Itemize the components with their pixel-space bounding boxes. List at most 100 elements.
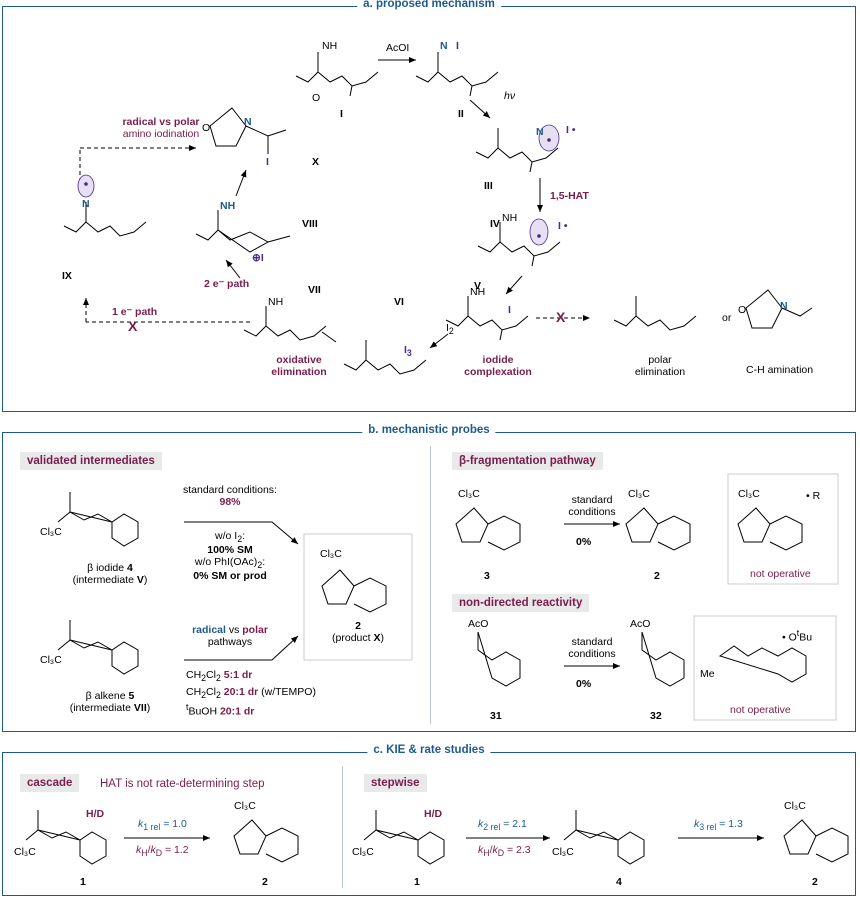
structure-V [445,296,529,341]
cl3c-2c: Cl₃C [234,800,256,812]
structure-2b [625,507,691,551]
two-electron-path: 2 e⁻ path [204,278,250,290]
hat-label: 1,5-HAT [550,190,589,202]
radical-vs-polar-label: radical vs polar amino iodination [122,116,200,140]
label-VIII: VIII [302,218,318,230]
cl3c-5: Cl₃C [40,654,62,666]
label-31: 31 [490,710,502,722]
hat-note: HAT is not rate-determining step [100,778,265,790]
or-label: or [722,312,732,324]
atom-o-ch: O [738,304,747,316]
label-2c: 2 [262,876,268,888]
hd-label-2: H/D [424,808,443,820]
atom-i-V: I [508,304,511,316]
structure-X [209,107,287,154]
structure-frag-model [737,507,803,551]
atom-n-III: N [536,126,544,138]
panel-proposed-mechanism: a. proposed mechanism [2,0,856,412]
structure-VI [343,340,427,375]
structure-II [415,52,499,97]
structure-3 [455,507,521,551]
atom-nh-IV: NH [502,212,518,224]
structure-31 [477,631,521,687]
label-VI: VI [394,296,404,308]
atom-i3-VI: I3 [404,344,412,359]
product-2-caption: 2 (product X) [332,620,384,644]
atom-n-IX: N [82,198,90,210]
atom-n-ch: N [780,300,788,312]
iodine-reagent: I2 [446,322,454,337]
hd-label-1: H/D [86,808,105,820]
atom-i-X: I [266,156,269,168]
iodine-radical-III: I • [566,124,576,136]
panel-b-title: b. mechanistic probes [362,424,496,436]
frag-yield: 0% [576,536,592,548]
structure-I [295,52,379,97]
structure-III [475,128,559,173]
nondir-yield: 0% [576,678,592,690]
structure-ester-model [718,645,807,683]
label-1a: 1 [80,876,86,888]
atom-n-X: N [244,116,252,128]
label-III: III [484,180,493,192]
structure-32 [641,631,685,687]
atom-nh-VII: NH [268,296,284,308]
label-I: I [340,108,343,120]
cl3c-3: Cl₃C [458,488,480,500]
cl3c-prod: Cl₃C [320,548,342,560]
label-II: II [458,108,464,120]
non-directed-tag: non-directed reactivity [452,594,590,612]
k1-rate: k1 rel = 1.0 [138,818,187,833]
label-4c: 4 [616,876,622,888]
label-X: X [312,156,320,168]
cl3c-4: Cl₃C [40,526,62,538]
atom-nh-VIII: NH [220,200,236,212]
label-1b: 1 [414,876,420,888]
label-IX: IX [62,270,72,282]
atom-iplus-VIII: ⊕I [252,252,264,264]
dr-results: CH2Cl2 5:1 dr CH2Cl2 20:1 dr (w/TEMPO) t… [186,669,316,718]
aco-32: AcO [630,618,651,630]
atom-i-II: I [456,40,459,52]
panel-a-title: a. proposed mechanism [357,0,501,10]
structure-IX [63,202,147,237]
structure-2d [783,819,849,863]
alkene-5-caption: β alkene 5 (intermediate VII) [69,690,151,714]
structure-ch [745,289,813,329]
structure-VII [243,306,327,341]
structure-2c [233,819,299,863]
iodine-radical-IV: I • [558,220,568,232]
aco-31: AcO [468,618,489,630]
cl3c-1b: Cl₃C [352,846,374,858]
not-operative-2: not operative [730,704,791,716]
one-electron-path: 1 e⁻ path [112,306,158,318]
panel-mechanistic-probes: b. mechanistic probes [2,424,856,732]
structure-IV [477,222,561,267]
structure-polar [613,296,697,331]
light-hv: hν [504,90,516,102]
polar-blocked-x: X [556,309,566,325]
structure-1b [363,810,445,865]
k3-rate: k3 rel = 1.3 [694,818,743,833]
reagent-acoi: AcOI [386,42,410,54]
label-2b: 2 [654,570,660,582]
iodide-4-caption: β iodide 4 (intermediate V) [72,562,148,586]
otbu-radical: • OtBu [782,628,813,644]
ch-amination-label: C-H amination [746,364,814,376]
panel-c-divider [342,766,343,888]
cascade-tag: cascade [20,774,80,792]
validated-intermediates-tag: validated intermediates [20,452,162,470]
conditions-block: standard conditions: 98% [183,484,277,508]
structure-4c [563,810,645,865]
structure-alkene-5 [57,620,139,675]
cl3c-2d: Cl₃C [784,800,806,812]
atom-o-X: O [202,122,211,134]
atom-nh-V: NH [470,286,486,298]
cl3c-model: Cl₃C [738,488,760,500]
atom-nh-I: NH [322,40,338,52]
r-radical: • R [806,490,821,502]
